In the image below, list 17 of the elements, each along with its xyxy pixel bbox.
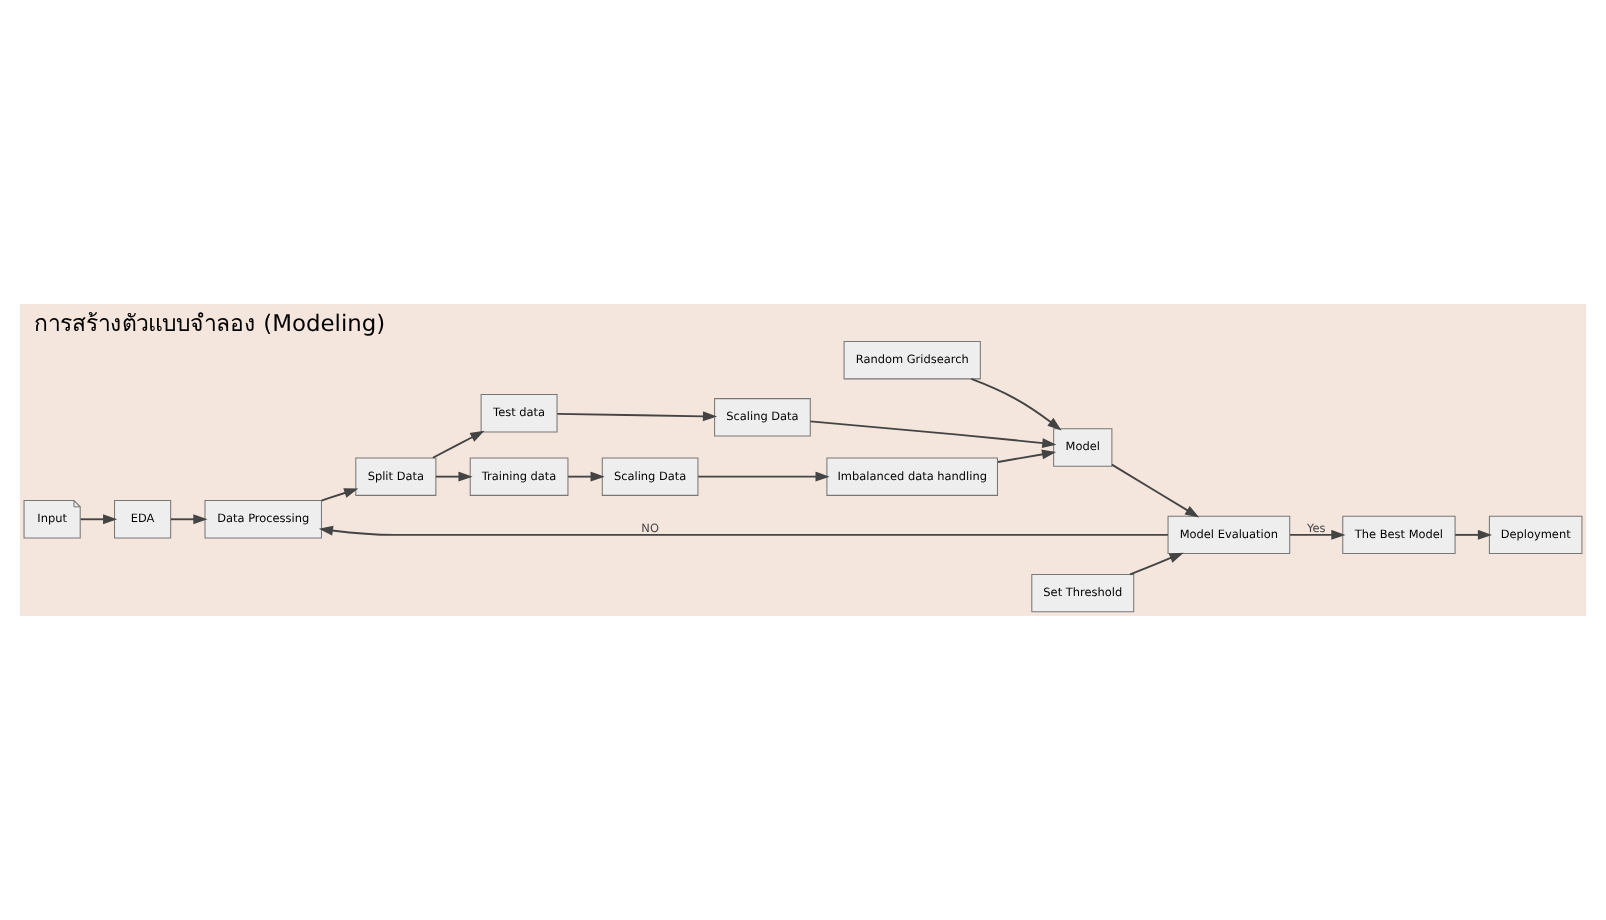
arrow — [318, 525, 1169, 536]
diagram-title: การสร้างตัวแบบจำลอง (Modeling) — [34, 308, 386, 337]
arrow — [169, 514, 208, 525]
arrow — [697, 471, 830, 482]
arrow — [970, 378, 1062, 431]
arrow — [320, 488, 359, 502]
arrow — [556, 411, 718, 422]
arrow — [567, 471, 605, 482]
arrow — [997, 449, 1057, 463]
arrow — [79, 514, 118, 525]
arrow — [434, 471, 473, 482]
arrow — [1454, 529, 1493, 540]
arrow — [1289, 529, 1346, 540]
arrow — [1129, 552, 1184, 576]
arrow — [431, 430, 485, 459]
arrow — [809, 420, 1057, 448]
arrow — [1110, 463, 1200, 518]
